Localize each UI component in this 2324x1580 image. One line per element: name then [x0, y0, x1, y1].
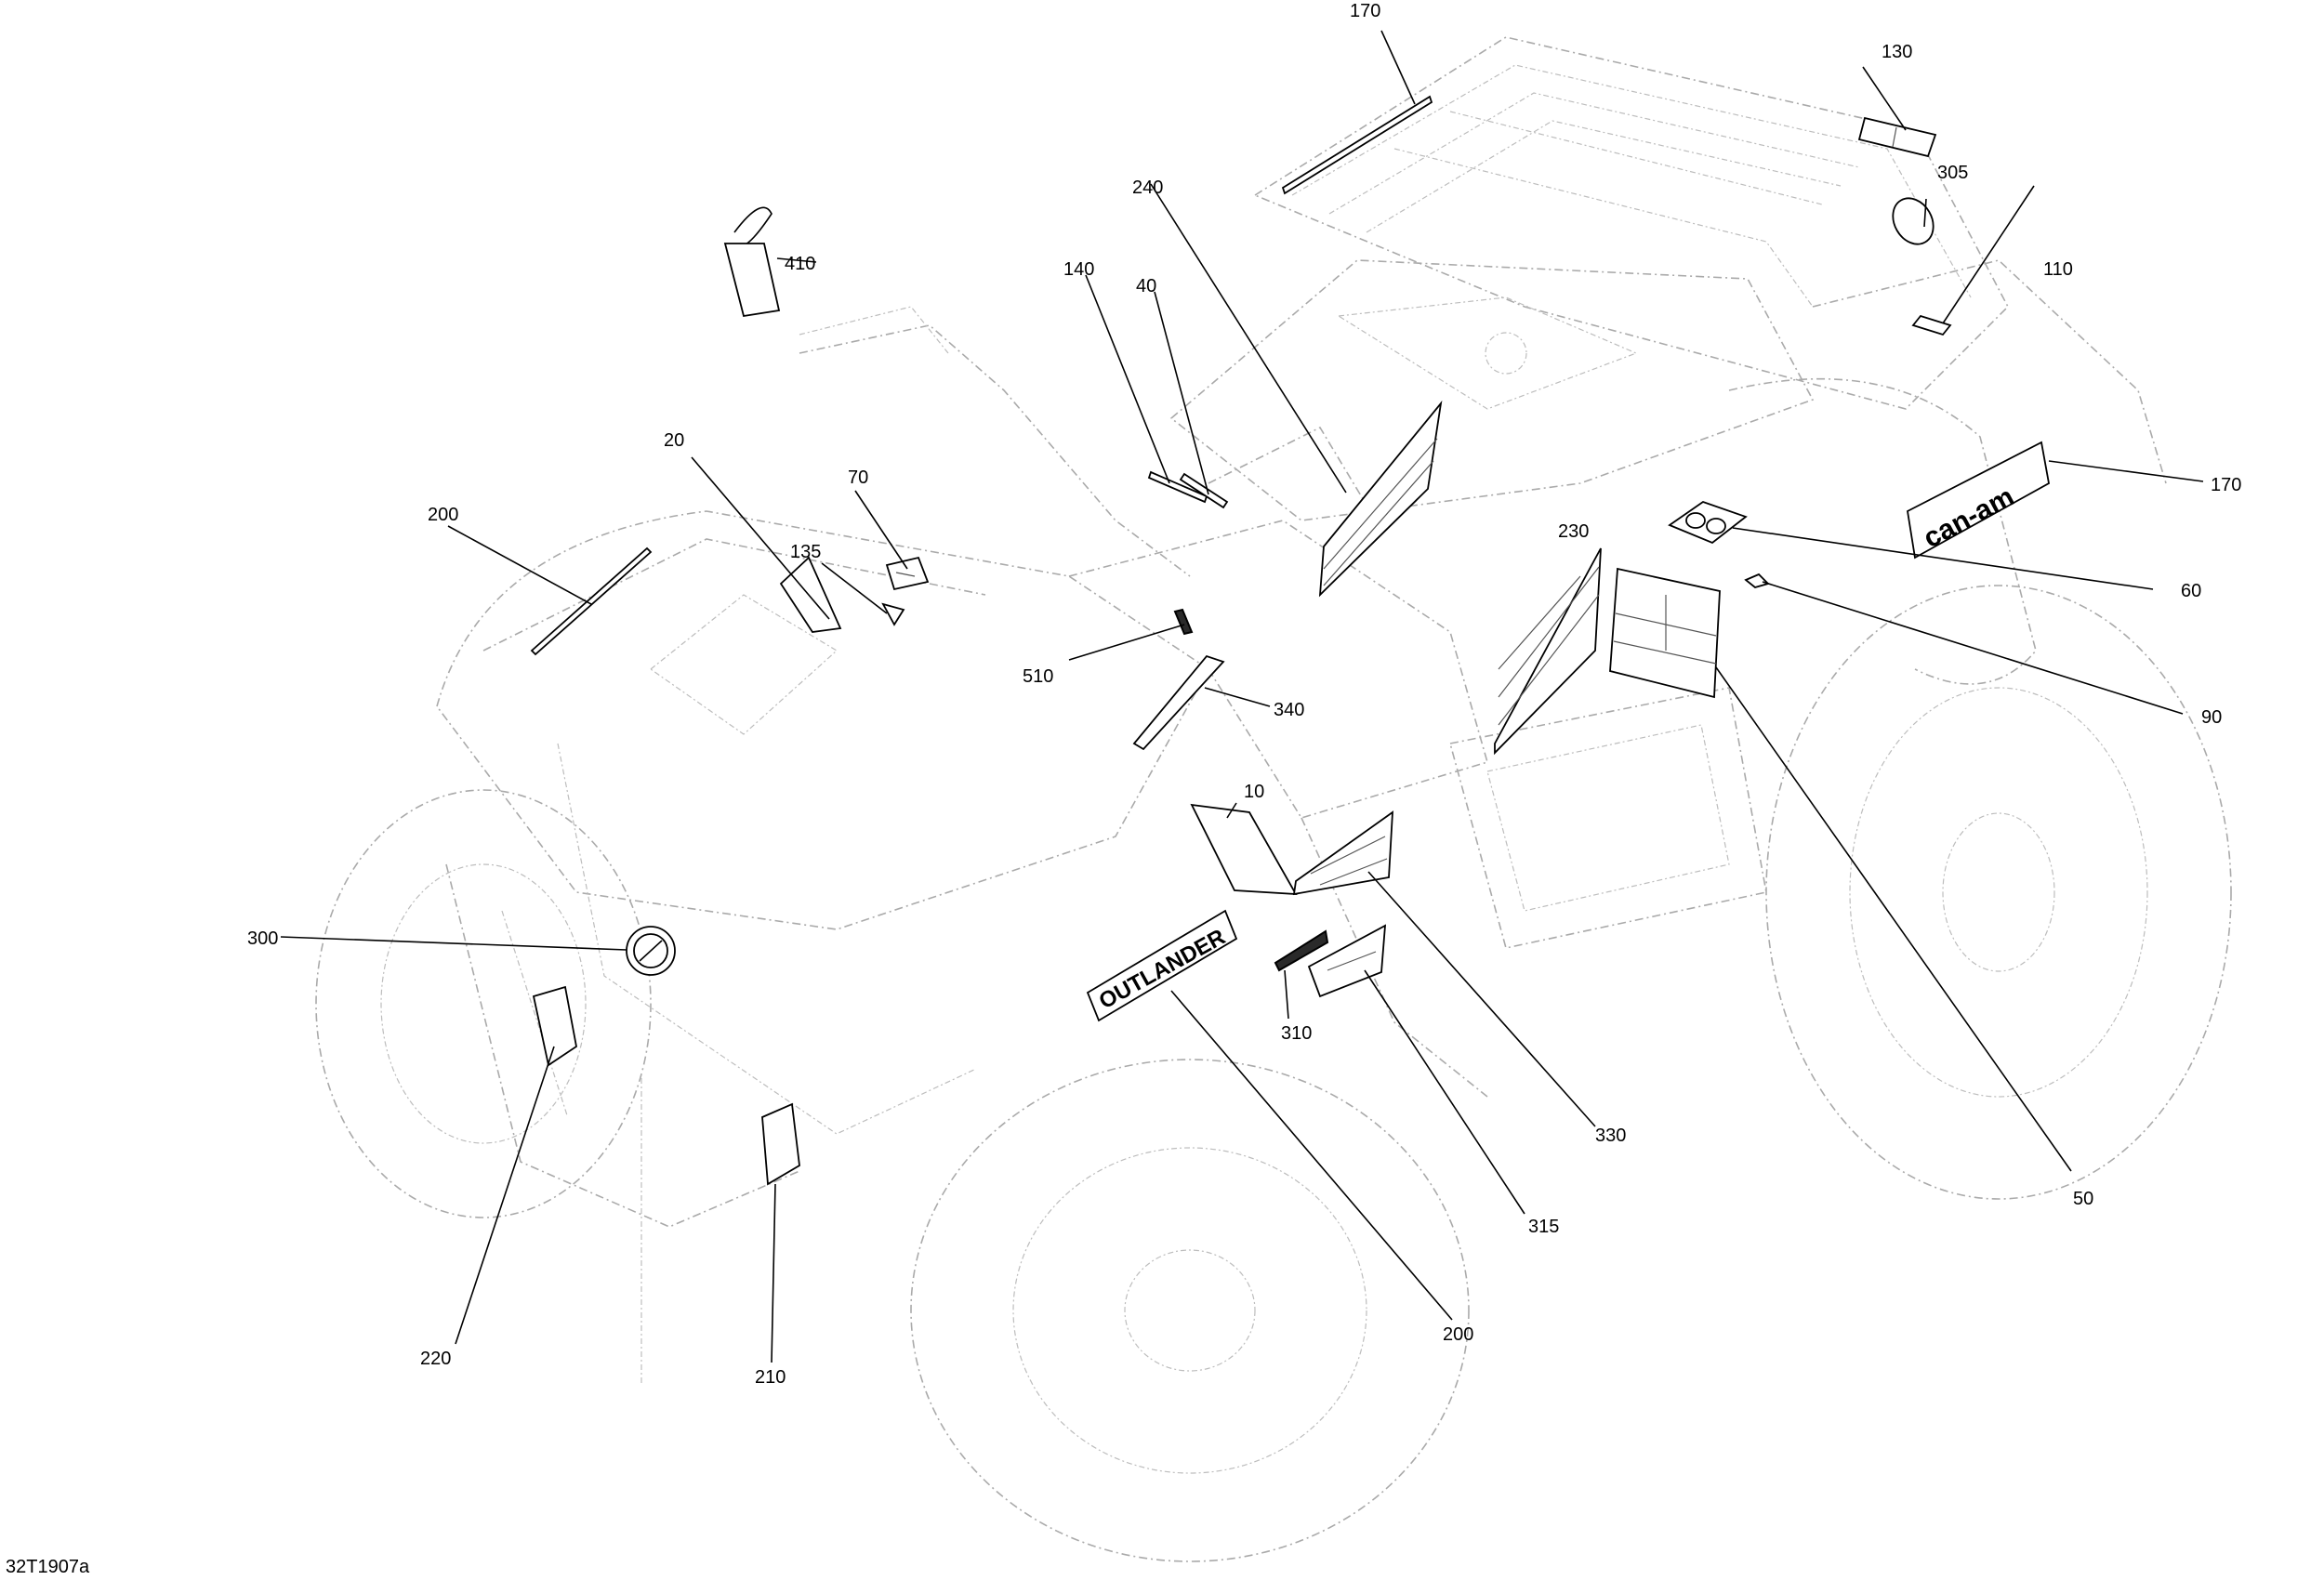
decal-130 [1857, 116, 1937, 158]
decal-220 [532, 985, 577, 1067]
decal-140 [1147, 470, 1208, 504]
callout-210: 210 [755, 1367, 786, 1388]
callout-315: 315 [1528, 1217, 1559, 1237]
callout-230: 230 [1558, 521, 1589, 542]
decal-20 [779, 556, 842, 633]
drawing-id: 32T1907a [6, 1557, 90, 1577]
decal-200-outlander: OUTLANDER [1086, 909, 1238, 1022]
decal-330 [1292, 810, 1394, 896]
callout-340: 340 [1274, 700, 1304, 720]
decal-90 [1744, 573, 1770, 588]
decal-310 [1274, 929, 1329, 972]
decals: can-am [530, 95, 2051, 1186]
decal-70 [885, 556, 930, 591]
callout-410: 410 [785, 254, 815, 274]
decal-510 [1173, 608, 1194, 636]
decal-60 [1668, 500, 1748, 545]
callout-200-hood: 200 [428, 505, 458, 525]
callout-90: 90 [2201, 707, 2222, 728]
decal-170-can-am: can-am [1907, 441, 2051, 560]
vehicle-outline [315, 36, 2232, 1562]
decal-315 [1307, 924, 1387, 998]
decal-305 [1892, 197, 1934, 245]
callout-130: 130 [1882, 42, 1912, 62]
callout-140: 140 [1063, 259, 1094, 280]
callout-20: 20 [664, 430, 684, 451]
decal-230 [1494, 547, 1602, 756]
callout-110: 110 [2043, 259, 2073, 280]
decal-210 [761, 1102, 800, 1186]
callout-70: 70 [848, 467, 868, 488]
decal-340 [1132, 654, 1225, 751]
callout-labels: 170 130 305 110 170 60 90 50 240 140 40 … [247, 1, 2241, 1388]
decal-410-hang-tag [723, 206, 781, 318]
callout-240: 240 [1132, 178, 1163, 198]
callout-10: 10 [1244, 782, 1264, 802]
callout-220: 220 [420, 1349, 451, 1369]
outlander-logo-text: OUTLANDER [1095, 925, 1230, 1015]
callout-305: 305 [1937, 163, 1968, 183]
callout-330: 330 [1595, 1126, 1626, 1146]
leader-lines [280, 30, 2204, 1363]
callout-200-side: 200 [1443, 1324, 1473, 1345]
callout-135: 135 [790, 542, 821, 562]
decal-200-hood-stripe [530, 546, 653, 656]
callout-310: 310 [1281, 1023, 1312, 1044]
decal-10 [1190, 803, 1298, 895]
decal-240 [1318, 400, 1443, 598]
callout-170-side: 170 [2211, 475, 2241, 495]
callout-300: 300 [247, 928, 278, 949]
decal-135 [881, 602, 905, 626]
decal-40 [1179, 472, 1229, 509]
callout-60: 60 [2181, 581, 2201, 601]
callout-50: 50 [2073, 1189, 2093, 1209]
decal-50 [1609, 567, 1721, 699]
decal-300-badge [626, 926, 676, 976]
decal-170-top-stripe [1281, 95, 1433, 195]
callout-510: 510 [1023, 666, 1053, 687]
decal-110 [1911, 314, 1952, 336]
callout-40: 40 [1136, 276, 1156, 296]
callout-170-top: 170 [1350, 1, 1380, 21]
